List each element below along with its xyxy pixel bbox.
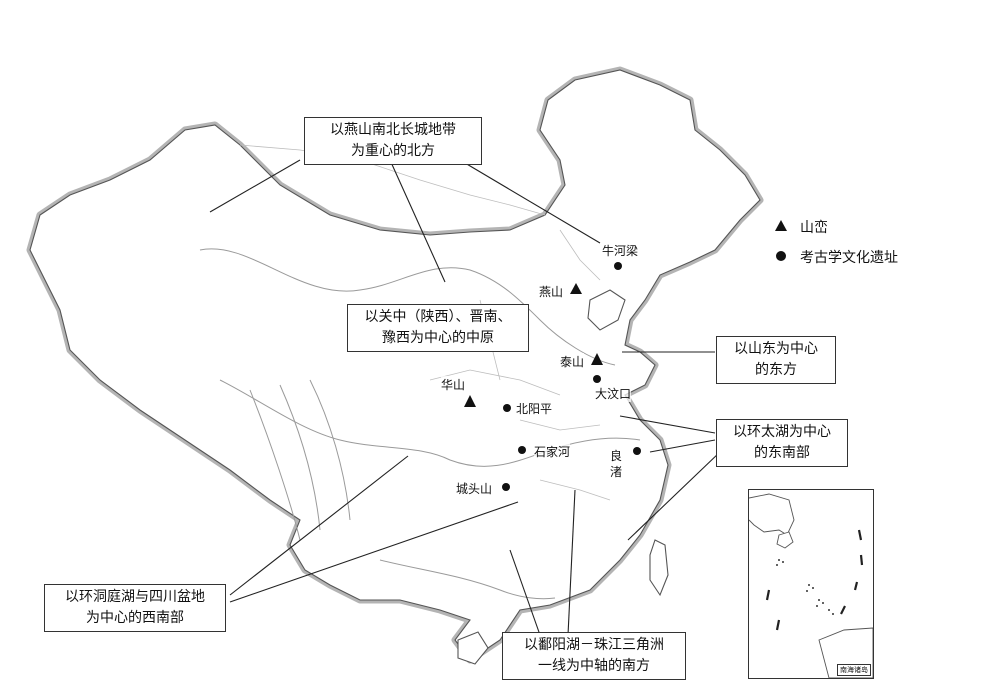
- region-box-north: 以燕山南北长城地带 为重心的北方: [304, 117, 482, 165]
- site-marker-liangzhu: [633, 447, 641, 455]
- mountain-marker-yanshan: [570, 283, 582, 294]
- leader-south-2: [567, 489, 576, 636]
- mountain-label-taishan: 泰山: [560, 353, 585, 370]
- mountain-marker-taishan: [591, 353, 603, 365]
- taiwan-island: [649, 539, 669, 597]
- leader-southeast-2: [649, 439, 716, 453]
- mountain-label-huashan: 华山: [441, 376, 466, 393]
- inset-label: 南海诸岛: [837, 664, 871, 676]
- site-marker-shijiahe: [518, 446, 526, 454]
- site-label-shijiahe: 石家河: [534, 443, 571, 460]
- inset-hainan: [776, 531, 794, 549]
- region-box-central: 以关中（陕西）、晋南、 豫西为中心的中原: [347, 304, 529, 352]
- leader-north-2: [389, 159, 446, 283]
- inset-coast: [748, 493, 795, 536]
- site-label-niuheliang: 牛河梁: [602, 242, 639, 259]
- region-southeast-line-1: 以环太湖为中心: [733, 424, 831, 440]
- site-label-beiyangping: 北阳平: [516, 400, 553, 417]
- region-box-southwest: 以环洞庭湖与四川盆地 为中心的西南部: [44, 584, 226, 632]
- yangtze-river: [219, 379, 641, 467]
- dot-icon: [770, 249, 792, 265]
- inset-dashes: [765, 529, 864, 631]
- province-line-5: [559, 229, 601, 281]
- leader-north-3: [459, 159, 601, 244]
- province-line-3: [519, 419, 601, 431]
- site-label-dawenkou: 大汶口: [595, 385, 632, 402]
- region-east-line-1: 以山东为中心: [734, 341, 818, 357]
- northern-border: [239, 144, 546, 216]
- south-sea-inset: 南海诸岛: [748, 489, 874, 679]
- south-sea-inset-map: [748, 493, 874, 679]
- mountain-label-yanshan: 燕山: [539, 283, 564, 300]
- province-line-1: [429, 369, 561, 396]
- inset-islands: [776, 559, 834, 615]
- legend: 山峦 考古学文化遗址: [770, 212, 898, 272]
- site-marker-niuheliang: [614, 262, 622, 270]
- region-southwest-line-2: 为中心的西南部: [86, 610, 184, 626]
- leader-southwest-1: [229, 455, 409, 596]
- river-west-1: [249, 389, 301, 541]
- region-central-line-1: 以关中（陕西）、晋南、: [364, 309, 512, 325]
- river-west-2: [279, 384, 321, 531]
- leader-southeast-1: [619, 415, 716, 434]
- hainan-island: [457, 631, 489, 665]
- region-central-line-2: 豫西为中心的中原: [382, 330, 494, 346]
- region-box-south: 以鄱阳湖－珠江三角洲 一线为中轴的南方: [502, 632, 686, 680]
- leader-north-1: [209, 159, 301, 213]
- site-marker-beiyangping: [503, 404, 511, 412]
- legend-mountain-label: 山峦: [800, 220, 828, 236]
- province-line-4: [539, 479, 611, 501]
- site-label-liangzhu: 良渚: [610, 448, 624, 480]
- site-label-chengtoushan: 城头山: [456, 480, 493, 497]
- leader-southeast-3: [627, 451, 721, 541]
- region-box-east: 以山东为中心 的东方: [716, 336, 836, 384]
- region-north-line-2: 为重心的北方: [351, 143, 435, 159]
- region-south-line-2: 一线为中轴的南方: [538, 658, 650, 674]
- region-box-southeast: 以环太湖为中心 的东南部: [716, 419, 848, 467]
- leader-south-1: [509, 549, 541, 636]
- region-southwest-line-1: 以环洞庭湖与四川盆地: [65, 589, 205, 605]
- triangle-icon: [770, 219, 792, 235]
- region-east-line-2: 的东方: [755, 362, 797, 378]
- bohai-bay: [587, 289, 626, 331]
- site-marker-dawenkou: [593, 375, 601, 383]
- region-south-line-1: 以鄱阳湖－珠江三角洲: [524, 637, 664, 653]
- legend-site-label: 考古学文化遗址: [800, 250, 898, 266]
- leader-southwest-2: [229, 501, 519, 603]
- region-southeast-line-2: 的东南部: [754, 445, 810, 461]
- region-north-line-1: 以燕山南北长城地带: [330, 122, 456, 138]
- yellow-river: [199, 248, 616, 366]
- site-label-liangzhu-text: 良渚: [610, 449, 623, 479]
- pearl-river: [379, 559, 556, 600]
- legend-row-site: 考古学文化遗址: [770, 242, 898, 272]
- site-marker-chengtoushan: [502, 483, 510, 491]
- legend-row-mountain: 山峦: [770, 212, 898, 242]
- mountain-marker-huashan: [464, 395, 476, 407]
